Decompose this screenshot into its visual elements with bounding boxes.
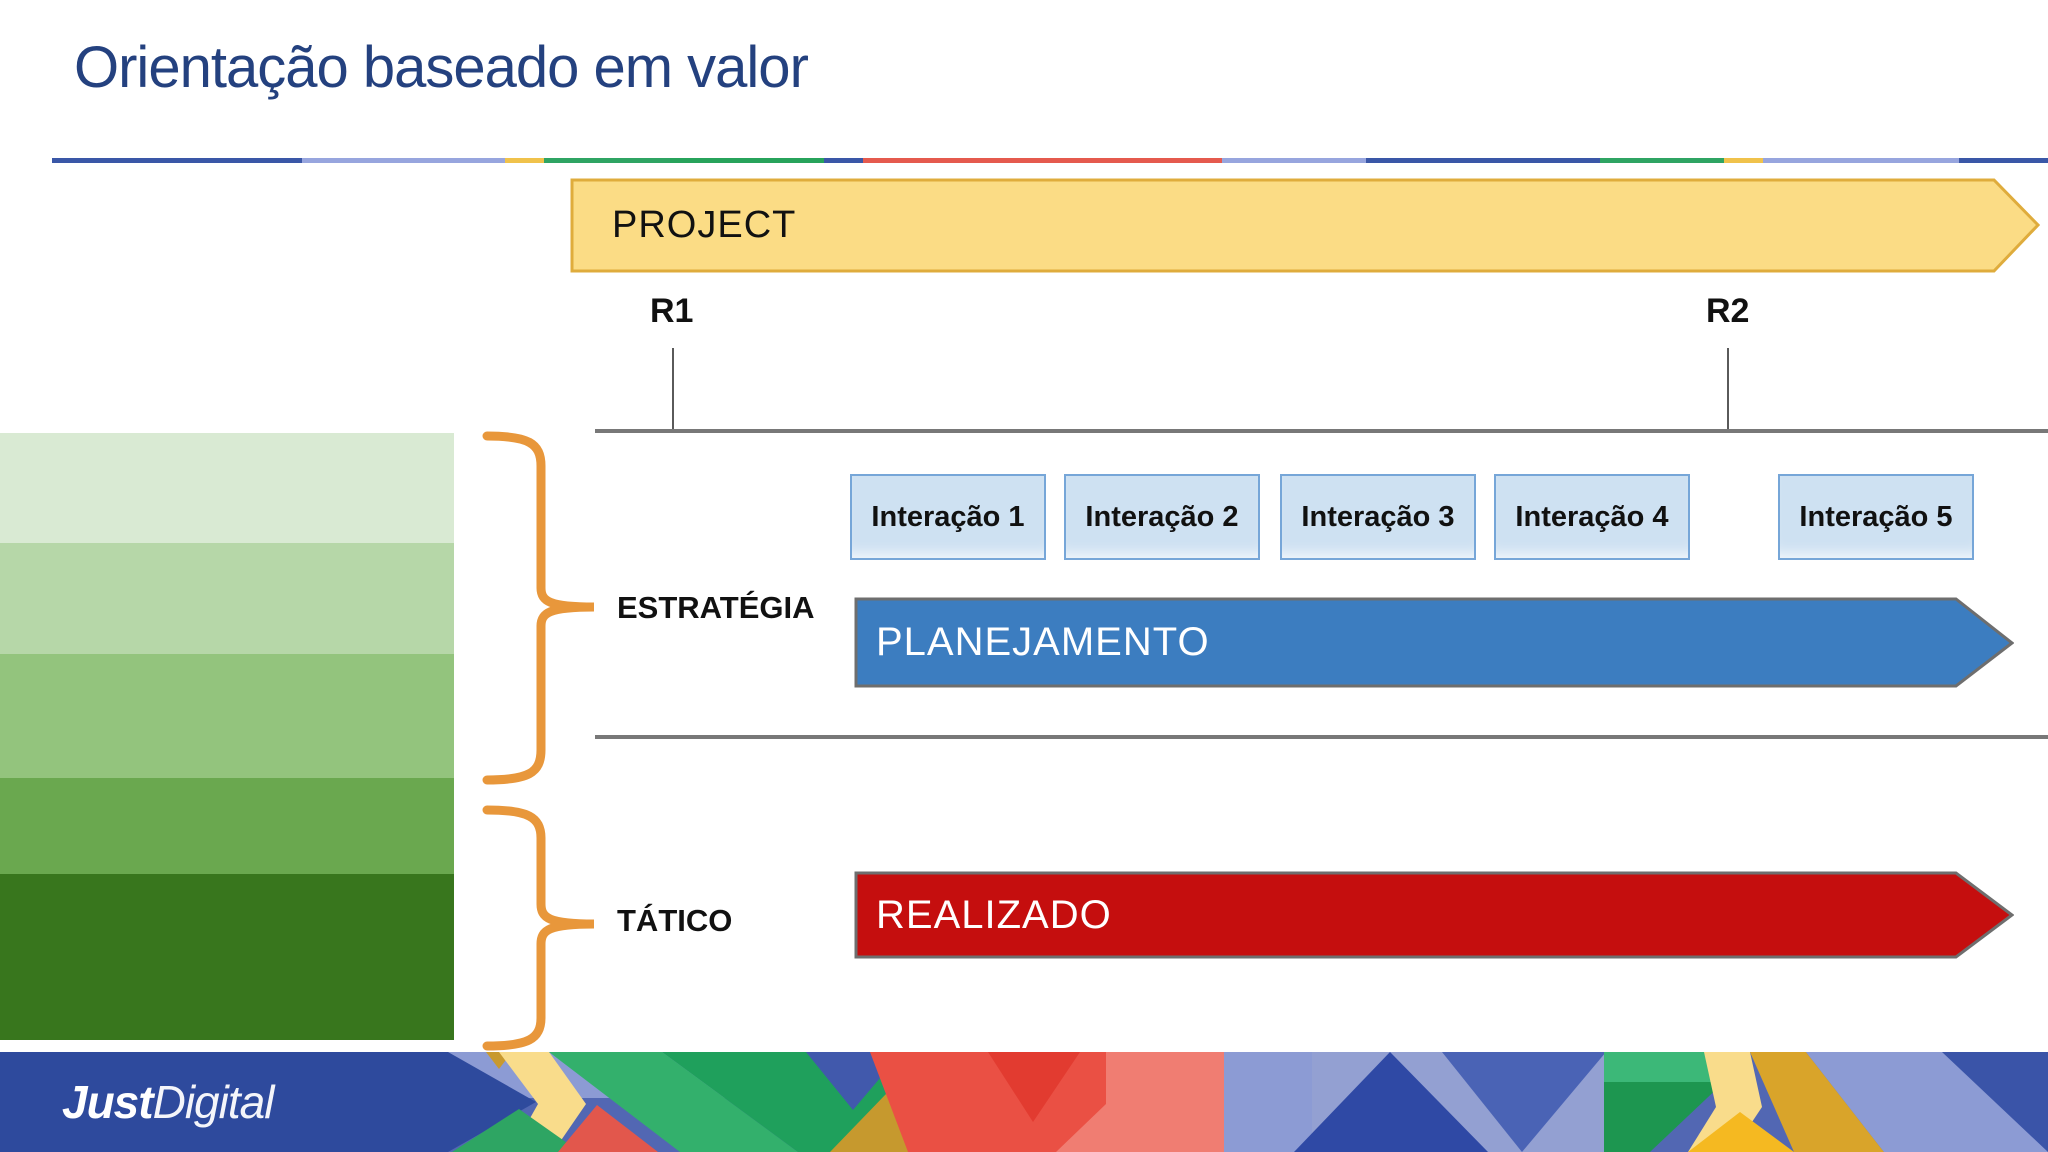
iteration-box-4: Interação 4 [1494,474,1690,560]
milestone-r2-label: R2 [1706,292,1750,330]
iteration-box-2: Interação 2 [1064,474,1260,560]
realized-arrow-shape [854,871,2014,959]
timeline-rule-middle [595,735,2048,739]
title-accent-divider [52,158,2048,163]
divider-segment [1365,158,1601,163]
milestone-r1-label: R1 [650,292,694,330]
logo-digital-text: Digital [152,1076,275,1128]
footer-mosaic [0,1052,2048,1152]
divider-segment [301,158,505,163]
milestone-r1-tick [672,348,674,432]
iteration-box-1: Interação 1 [850,474,1046,560]
iteration-box-3: Interação 3 [1280,474,1476,560]
divider-segment [670,158,825,163]
divider-segment [543,158,671,163]
divider-segment [824,158,864,163]
timeline-rule-top [595,429,2048,433]
divider-segment [1959,158,2048,163]
page-title: Orientação baseado em valor [74,35,809,100]
divider-segment [1600,158,1725,163]
iterations-row: Interação 1 Interação 2 Interação 3 Inte… [0,474,2048,560]
project-banner-label: PROJECT [612,204,797,246]
divider-segment [52,158,302,163]
strategy-level-label: ESTRATÉGIA [617,590,815,625]
divider-segment [1724,158,1764,163]
maturity-band-2 [0,543,454,654]
realized-bar: REALIZADO [854,871,2014,959]
maturity-band-3 [0,654,454,778]
divider-segment [1221,158,1366,163]
maturity-band-5 [0,874,454,1040]
maturity-band-1 [0,433,454,543]
iteration-box-5: Interação 5 [1778,474,1974,560]
milestone-r2-tick [1727,348,1729,432]
divider-segment [863,158,1222,163]
project-arrow-shape [570,178,2040,273]
maturity-gradient-stack [0,433,454,1040]
maturity-band-4 [0,778,454,874]
logo-just-text: Just [62,1076,154,1128]
planning-bar-label: PLANEJAMENTO [876,620,1210,664]
planning-arrow-shape [854,597,2014,688]
tactic-level-label: TÁTICO [617,903,733,938]
tactic-brace [482,805,595,1051]
project-banner: PROJECT [570,178,2040,273]
divider-segment [504,158,544,163]
divider-segment [1763,158,1960,163]
realized-bar-label: REALIZADO [876,892,1112,937]
planning-bar: PLANEJAMENTO [854,597,2014,688]
